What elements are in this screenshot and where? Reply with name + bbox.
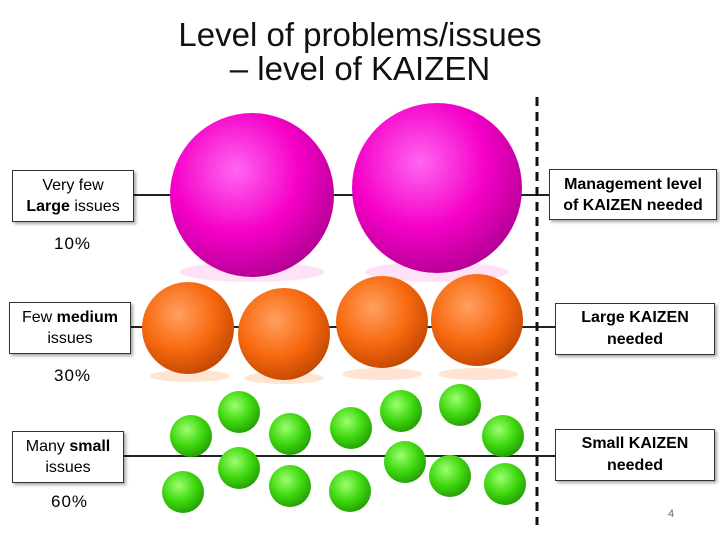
label-line: Very few xyxy=(42,177,104,194)
label-line: Few medium xyxy=(21,309,118,326)
label-medium-issues: Few medium issues xyxy=(9,302,131,354)
small-issue-ball xyxy=(218,447,260,489)
percent-large: 10% xyxy=(54,234,92,253)
small-issue-ball xyxy=(429,455,471,497)
small-issue-ball xyxy=(170,415,212,457)
label-line: Management level xyxy=(564,175,702,193)
medium-issue-ball xyxy=(431,274,523,366)
title-line-1: Level of problems/issues xyxy=(178,16,542,53)
reflection xyxy=(342,368,422,380)
label-line: issues xyxy=(45,459,91,476)
label-large-kaizen: Large KAIZEN needed xyxy=(555,303,715,355)
small-issue-ball xyxy=(269,413,311,455)
small-issue-ball xyxy=(380,390,422,432)
percent-medium: 30% xyxy=(54,366,92,385)
label-management-kaizen: Management level of KAIZEN needed xyxy=(549,169,717,220)
label-small-kaizen: Small KAIZEN needed xyxy=(555,429,715,481)
small-issue-ball xyxy=(330,407,372,449)
medium-issue-ball xyxy=(336,276,428,368)
label-line: Large issues xyxy=(26,198,120,215)
small-issue-ball xyxy=(384,441,426,483)
label-line: needed xyxy=(606,331,663,348)
small-issue-ball xyxy=(329,470,371,512)
medium-issue-ball xyxy=(238,288,330,380)
label-small-issues: Many small issues xyxy=(12,431,124,483)
percent-small: 60% xyxy=(51,492,89,511)
reflection xyxy=(438,368,518,380)
label-line: needed xyxy=(606,457,663,474)
large-issue-ball xyxy=(352,103,522,273)
label-large-issues: Very few Large issues xyxy=(12,170,134,222)
medium-issue-ball xyxy=(142,282,234,374)
small-issue-ball xyxy=(439,384,481,426)
medium-issue-balls xyxy=(142,274,523,384)
label-line: Small KAIZEN xyxy=(581,435,689,452)
slide-title: Level of problems/issues – level of KAIZ… xyxy=(100,18,620,86)
large-issue-ball xyxy=(170,113,334,277)
title-line-2: – level of KAIZEN xyxy=(229,50,491,87)
label-line: Many small xyxy=(25,438,111,455)
small-issue-ball xyxy=(482,415,524,457)
small-issue-ball xyxy=(162,471,204,513)
label-line: issues xyxy=(47,330,93,347)
small-issue-ball xyxy=(269,465,311,507)
large-issue-balls xyxy=(170,103,522,282)
label-line: Large KAIZEN xyxy=(581,309,689,326)
small-issue-ball xyxy=(218,391,260,433)
label-line: of KAIZEN needed xyxy=(563,196,703,214)
reflection xyxy=(150,370,230,382)
small-issue-ball xyxy=(484,463,526,505)
small-issue-balls xyxy=(162,384,526,513)
page-number: 4 xyxy=(668,508,675,520)
